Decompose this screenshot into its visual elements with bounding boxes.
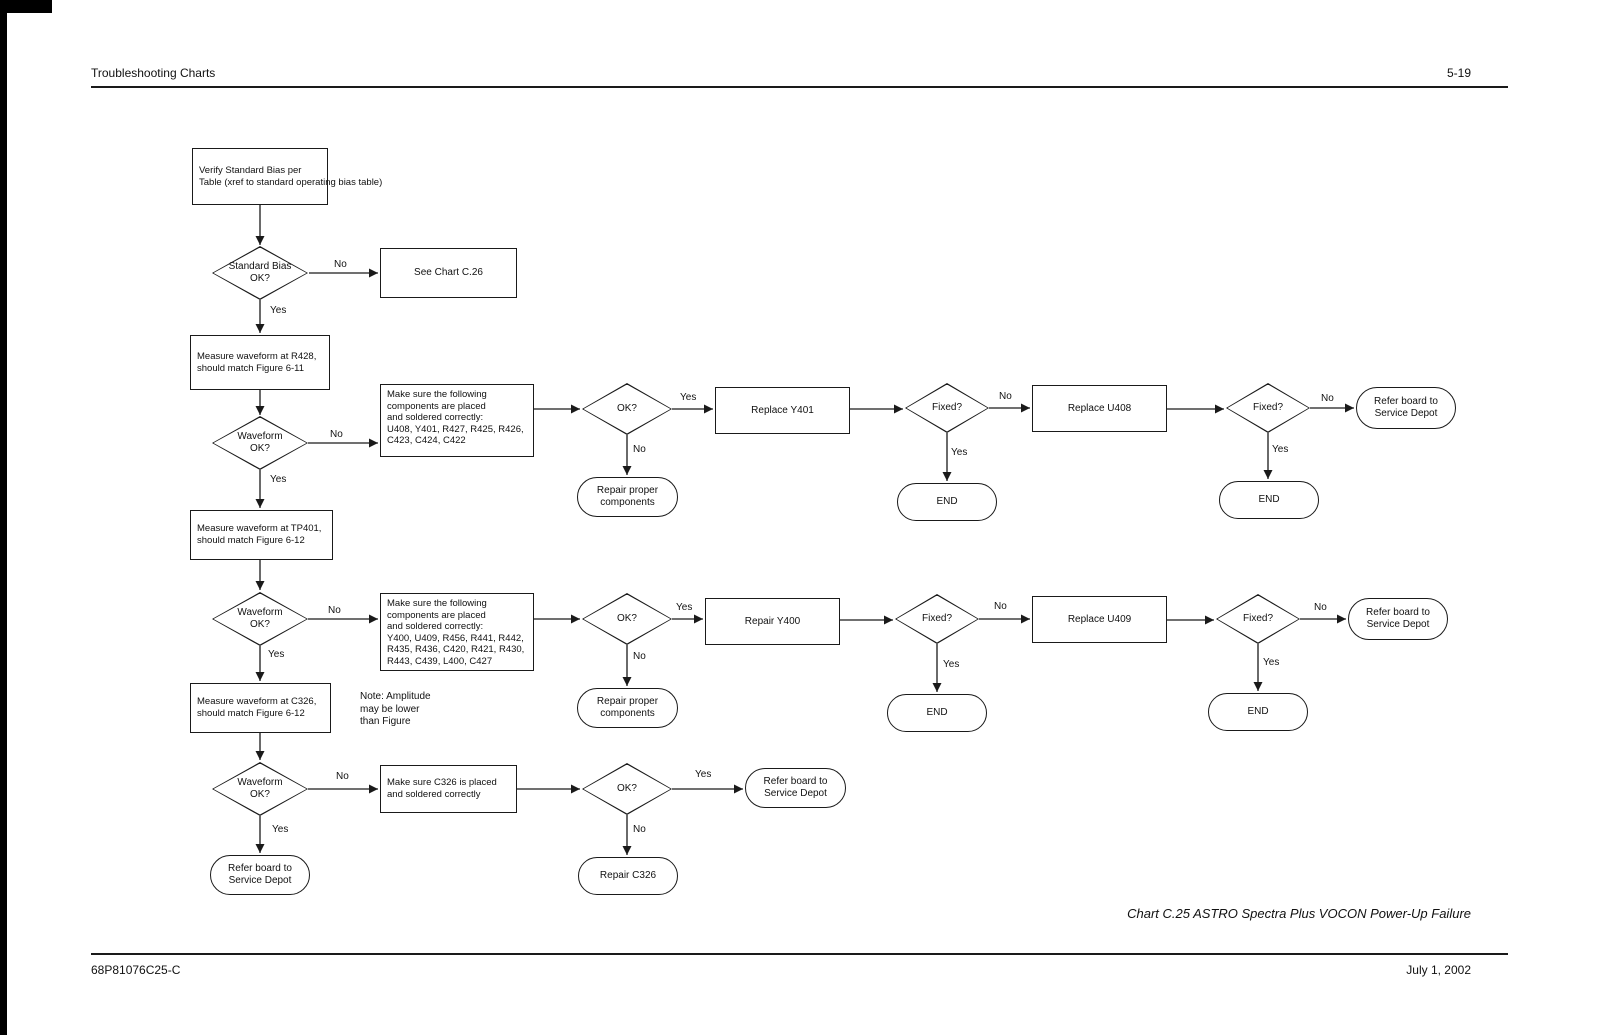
decision-label: Fixed?: [921, 613, 952, 624]
decision-label: Waveform OK?: [237, 607, 283, 630]
edge-label-no: No: [336, 771, 349, 782]
terminator-refer-depot-3: Refer board to Service Depot: [745, 768, 846, 808]
edge-label-yes: Yes: [951, 447, 968, 458]
edge-label-yes: Yes: [676, 602, 693, 613]
process-replace-y401: Replace Y401: [715, 387, 850, 434]
edge-label-no: No: [994, 601, 1007, 612]
edge-label-no: No: [330, 429, 343, 440]
edge-label-yes: Yes: [695, 769, 712, 780]
decision-label: Waveform OK?: [237, 777, 283, 800]
edge-label-no: No: [334, 259, 347, 270]
terminator-end-1: END: [897, 483, 997, 521]
edge-label-yes: Yes: [268, 649, 285, 660]
edge-label-no: No: [328, 605, 341, 616]
decision-standard-bias-ok: Standard Bias OK?: [212, 246, 308, 300]
scan-edge-strip: [0, 0, 7, 1035]
decision-fixed-4: Fixed?: [1216, 594, 1300, 644]
decision-waveform-ok-2: Waveform OK?: [212, 592, 308, 646]
decision-ok-1: OK?: [582, 383, 672, 435]
edge-label-yes: Yes: [270, 474, 287, 485]
process-check-components-2: Make sure the following components are p…: [380, 593, 534, 671]
terminator-repair-proper-1: Repair proper components: [577, 477, 678, 517]
decision-label: Waveform OK?: [237, 431, 283, 454]
edge-label-yes: Yes: [1263, 657, 1280, 668]
terminator-end-3: END: [887, 694, 987, 732]
footer-rule: [91, 953, 1508, 955]
edge-label-yes: Yes: [272, 824, 289, 835]
decision-waveform-ok-1: Waveform OK?: [212, 416, 308, 470]
header-section-title: Troubleshooting Charts: [91, 66, 216, 80]
process-measure-c326: Measure waveform at C326, should match F…: [190, 683, 331, 733]
note-amplitude: Note: Amplitude may be lower than Figure: [360, 691, 431, 727]
decision-ok-2: OK?: [582, 593, 672, 645]
terminator-refer-depot-1: Refer board to Service Depot: [1356, 387, 1456, 429]
decision-waveform-ok-3: Waveform OK?: [212, 762, 308, 816]
footer-date: July 1, 2002: [1406, 963, 1471, 977]
decision-label: Fixed?: [1242, 613, 1273, 624]
header-page-number: 5-19: [1446, 66, 1471, 80]
chart-caption: Chart C.25 ASTRO Spectra Plus VOCON Powe…: [1127, 906, 1471, 921]
process-check-components-1: Make sure the following components are p…: [380, 384, 534, 457]
edge-label-no: No: [633, 651, 646, 662]
terminator-refer-depot-2: Refer board to Service Depot: [1348, 598, 1448, 640]
process-verify-standard-bias: Verify Standard Bias per Table (xref to …: [192, 148, 382, 205]
header-rule: [91, 86, 1508, 88]
edge-label-yes: Yes: [270, 305, 287, 316]
terminator-refer-depot-4: Refer board to Service Depot: [210, 855, 310, 895]
decision-label: Fixed?: [1252, 402, 1283, 413]
edge-label-no: No: [633, 444, 646, 455]
terminator-end-2: END: [1219, 481, 1319, 519]
process-see-chart-c26: See Chart C.26: [380, 248, 517, 298]
process-repair-y400: Repair Y400: [705, 598, 840, 645]
process-measure-r428: Measure waveform at R428, should match F…: [190, 335, 330, 390]
decision-ok-3: OK?: [582, 763, 672, 815]
process-replace-u409: Replace U409: [1032, 596, 1167, 643]
decision-fixed-1: Fixed?: [905, 383, 989, 433]
edge-label-no: No: [633, 824, 646, 835]
decision-fixed-2: Fixed?: [1226, 383, 1310, 433]
footer-part-number: 68P81076C25-C: [91, 963, 181, 977]
edge-label-yes: Yes: [1272, 444, 1289, 455]
terminator-repair-proper-2: Repair proper components: [577, 688, 678, 728]
process-measure-tp401: Measure waveform at TP401, should match …: [190, 510, 333, 560]
edge-label-yes: Yes: [943, 659, 960, 670]
decision-fixed-3: Fixed?: [895, 594, 979, 644]
decision-label: OK?: [616, 783, 637, 794]
edge-label-no: No: [1321, 393, 1334, 404]
decision-label: Fixed?: [931, 402, 962, 413]
decision-label: OK?: [616, 403, 637, 414]
terminator-end-4: END: [1208, 693, 1308, 731]
edge-label-no: No: [999, 391, 1012, 402]
decision-label: OK?: [616, 613, 637, 624]
terminator-repair-c326: Repair C326: [578, 857, 678, 895]
edge-label-yes: Yes: [680, 392, 697, 403]
process-replace-u408: Replace U408: [1032, 385, 1167, 432]
decision-label: Standard Bias OK?: [228, 261, 292, 284]
edge-label-no: No: [1314, 602, 1327, 613]
scan-edge-notch: [0, 0, 52, 13]
process-check-c326: Make sure C326 is placed and soldered co…: [380, 765, 517, 813]
